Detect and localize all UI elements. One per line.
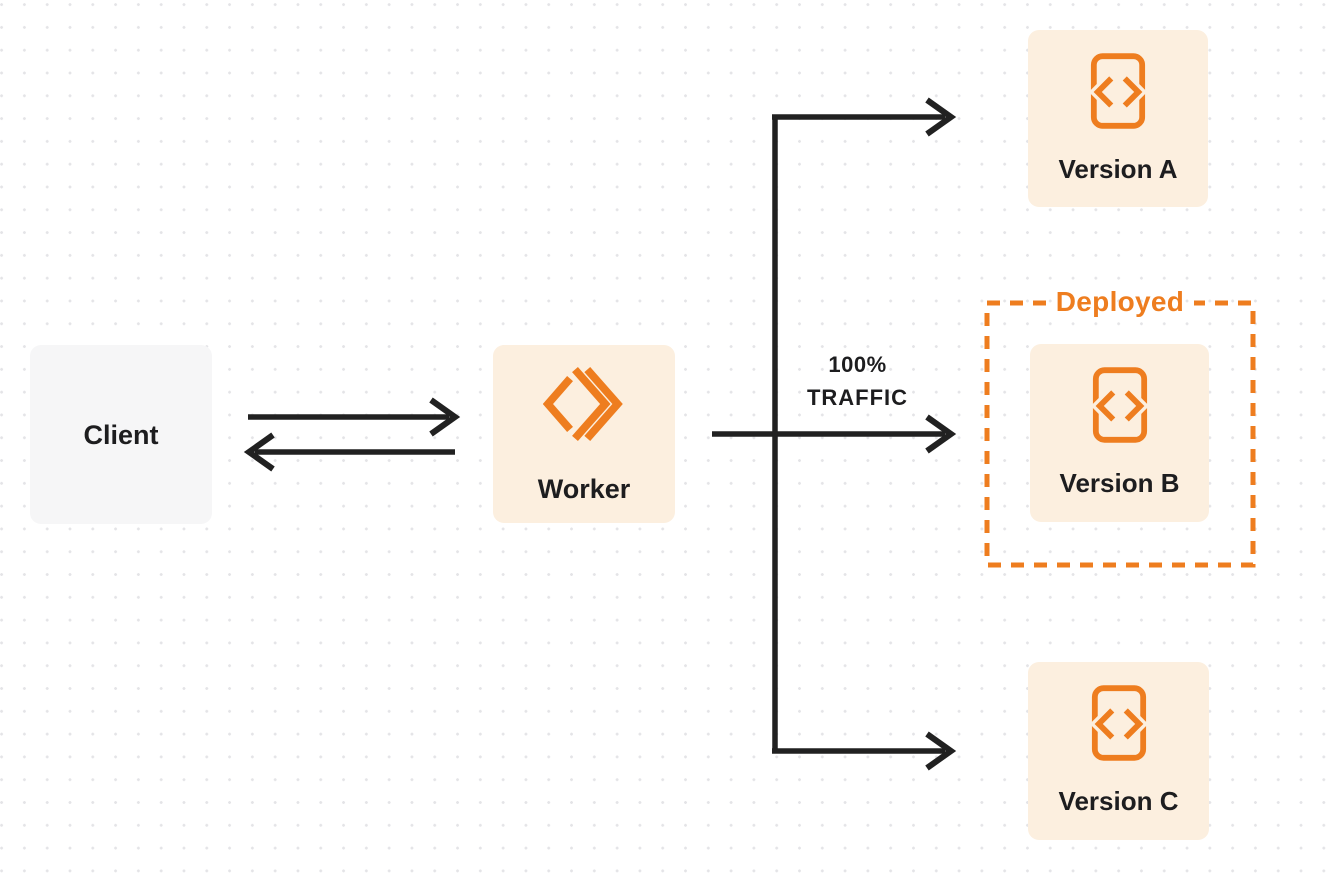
traffic-percent-text: 100% <box>828 352 887 377</box>
worker-label: Worker <box>537 474 631 504</box>
version-a-node: Version A <box>1028 30 1208 207</box>
version-a-label: Version A <box>1058 154 1178 184</box>
workers-logo-icon <box>543 366 623 442</box>
version-b-node: Version B <box>1030 344 1209 522</box>
traffic-word-text: TRAFFIC <box>806 385 909 410</box>
arrow-worker-to-client-head <box>243 432 275 472</box>
arrow-worker-to-version-b-head <box>925 414 957 454</box>
code-file-icon <box>1089 685 1148 761</box>
code-file-icon <box>1089 53 1147 129</box>
arrow-branch-to-version-a-head <box>925 97 957 137</box>
code-file-icon <box>1090 367 1149 443</box>
version-b-label: Version B <box>1059 468 1180 498</box>
client-node: Client <box>30 345 212 524</box>
client-label: Client <box>83 419 159 450</box>
version-c-node: Version C <box>1028 662 1209 840</box>
arrow-branch-to-version-c-head <box>925 731 957 771</box>
deployed-badge: Deployed <box>1055 286 1185 317</box>
traffic-annotation: 100% TRAFFIC <box>780 348 935 414</box>
deployed-dashed-frame <box>984 300 1256 568</box>
version-c-label: Version C <box>1058 786 1179 816</box>
worker-node: Worker <box>493 345 675 523</box>
arrow-client-to-worker-head <box>429 397 461 437</box>
